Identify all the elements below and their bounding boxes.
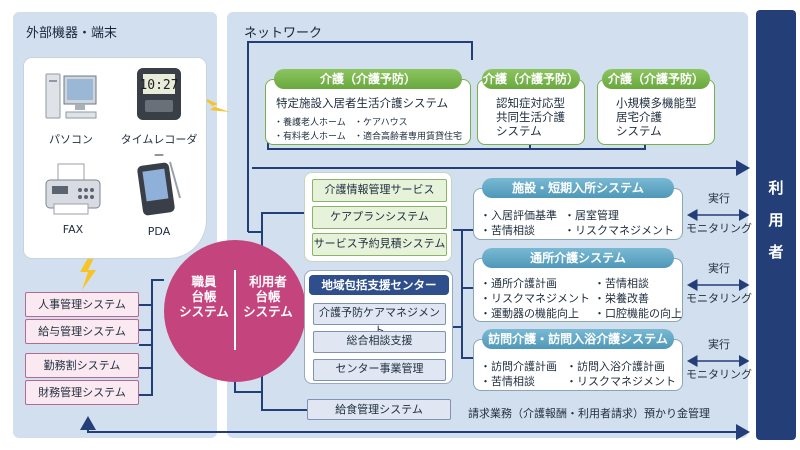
billing-note: 請求業務（介護報酬・利用者請求）預かり金管理 [468, 407, 710, 420]
service-box-facility[interactable]: 施設・短期入所システム ・入居評価基準 ・居室管理 ・苦情相談 ・リスクマネジメ… [473, 178, 683, 240]
community-support-center: 地域包括支援センター 介護予防ケアマネジメント 総合相談支援 センター事業管理 [304, 270, 453, 384]
clock-icon: 10:27 [137, 68, 181, 120]
circle-divider [234, 270, 236, 350]
user-ledger-label: 利用者 台帳 システム [243, 274, 293, 319]
exec-label: 実行 [708, 262, 730, 275]
lightning-icon [200, 96, 230, 112]
devices-card: パソコン 10:27 タイムレコーダー FAX PDA [24, 58, 206, 258]
care-box-dementia[interactable]: 介護（介護予防） 認知症対応型 共同生活介護 システム [477, 69, 585, 145]
center-header: 地域包括支援センター [309, 275, 449, 295]
care-box-facility[interactable]: 介護（介護予防） 特定施設入居者生活介護システム ・養護老人ホーム ・ケアハウス… [265, 69, 471, 145]
svg-text:10:27: 10:27 [139, 78, 178, 93]
finance-system[interactable]: 財務管理システム [25, 380, 139, 405]
device-computer[interactable]: パソコン [28, 70, 114, 147]
user-label: 利 用 者 [768, 179, 784, 261]
exec-label: 実行 [708, 192, 730, 205]
payroll-system[interactable]: 給与管理システム [25, 319, 139, 344]
service-header: 施設・短期入所システム [482, 178, 674, 198]
care-box-small-scale[interactable]: 介護（介護予防） 小規模多機能型 居宅介護 システム [597, 69, 715, 145]
network-title: ネットワーク [244, 26, 323, 41]
device-pda[interactable]: PDA [116, 158, 202, 238]
service-box-daycare[interactable]: 通所介護システム ・通所介護計画 ・苦情相談 ・リスクマネジメント ・栄養改善 … [473, 248, 683, 322]
care-info-list: 介護情報管理サービス ケアプランシステム サービス予約見積システム [304, 172, 452, 262]
general-consultation[interactable]: 総合相談支援 [313, 331, 446, 353]
care-info-service[interactable]: 介護情報管理サービス [312, 179, 447, 202]
external-devices-title: 外部機器・端末 [26, 26, 118, 41]
pda-icon [137, 161, 181, 216]
monitor-label: モニタリング [686, 222, 752, 235]
service-box-visiting[interactable]: 訪問介護・訪問入浴介護システム ・訪問介護計画 ・訪問入浴介護計画 ・苦情相談 … [473, 329, 683, 391]
care-box-header: 介護（介護予防） [482, 69, 580, 89]
personnel-system[interactable]: 人事管理システム [25, 292, 139, 317]
care-plan-system[interactable]: ケアプランシステム [312, 206, 447, 229]
reservation-estimate-system[interactable]: サービス予約見積システム [312, 233, 447, 256]
service-header: 通所介護システム [482, 248, 674, 268]
shift-system[interactable]: 勤務割システム [25, 353, 139, 378]
service-header: 訪問介護・訪問入浴介護システム [482, 329, 674, 349]
staff-ledger-label: 職員 台帳 システム [179, 274, 229, 319]
user-panel [756, 10, 796, 440]
care-box-header: 介護（介護予防） [274, 69, 462, 89]
computer-icon [45, 73, 97, 119]
meal-management-system[interactable]: 給食管理システム [307, 399, 451, 420]
ledger-circle[interactable]: 職員 台帳 システム 利用者 台帳 システム [164, 240, 306, 382]
monitor-label: モニタリング [686, 368, 752, 381]
fax-icon [45, 163, 101, 215]
lightning-icon [80, 258, 96, 290]
care-box-header: 介護（介護予防） [602, 69, 710, 89]
prevention-care-management[interactable]: 介護予防ケアマネジメント [313, 303, 446, 337]
monitor-label: モニタリング [686, 292, 752, 305]
center-business-management[interactable]: センター事業管理 [313, 359, 446, 381]
device-fax[interactable]: FAX [30, 162, 116, 236]
device-time-recorder[interactable]: 10:27 タイムレコーダー [116, 64, 202, 163]
exec-label: 実行 [708, 338, 730, 351]
